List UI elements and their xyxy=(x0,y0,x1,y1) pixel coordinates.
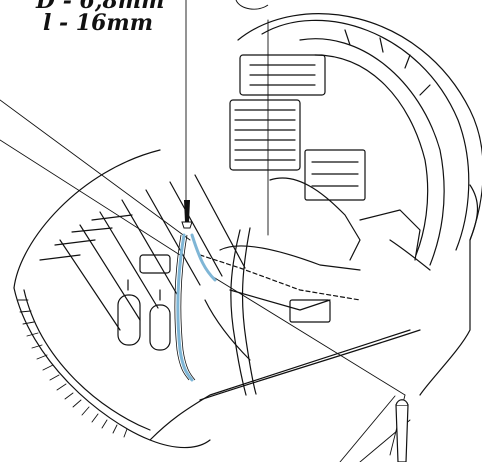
pipes xyxy=(204,227,257,396)
lower-shell xyxy=(13,149,421,449)
equipment-cluster xyxy=(219,54,431,323)
tanks xyxy=(117,254,171,351)
bulkhead-frames xyxy=(299,29,445,266)
top-arc xyxy=(235,0,269,10)
rim-segments xyxy=(17,299,128,438)
leader-lines xyxy=(0,0,411,462)
length-label: l - 16mm xyxy=(43,10,153,36)
dashed-line xyxy=(199,254,361,301)
bullet-icon xyxy=(181,200,193,229)
tube-icon xyxy=(176,233,217,382)
bullet-icon xyxy=(395,399,409,462)
diameter-label: D - 6,8mm xyxy=(36,0,165,14)
outer-skin xyxy=(237,13,482,396)
internal-ribs xyxy=(39,174,246,331)
